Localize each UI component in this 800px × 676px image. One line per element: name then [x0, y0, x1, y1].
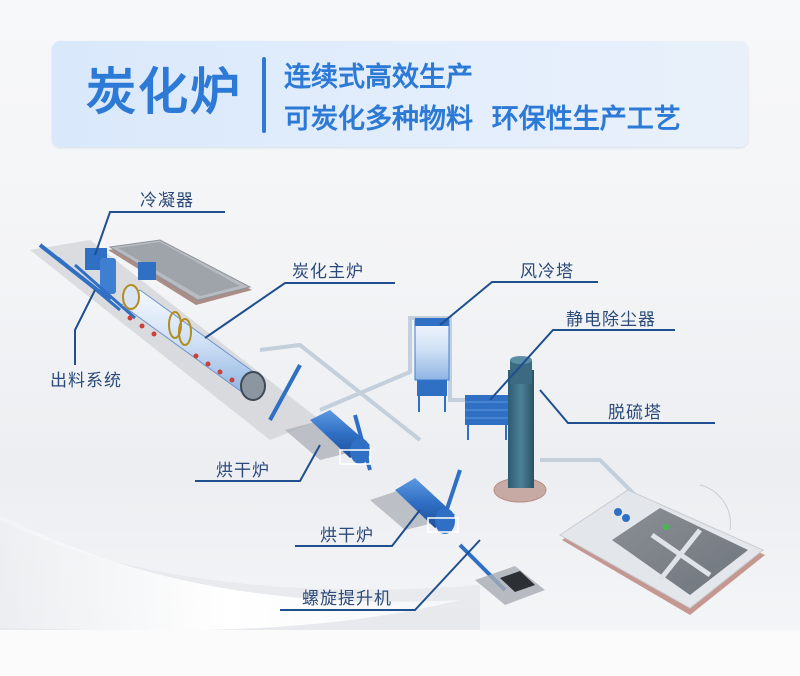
label-desulfurization-tower: 脱硫塔 — [608, 403, 662, 423]
cooling-tray — [108, 239, 252, 305]
label-air-cooling-tower: 风冷塔 — [520, 262, 574, 282]
callout-line-air-cooling — [439, 281, 598, 326]
air-cooling-tower-equipment — [414, 318, 450, 412]
callout-line-precipitator — [489, 329, 675, 401]
screw-elevator-hopper — [475, 566, 545, 605]
desulfurization-tower-equipment — [493, 356, 547, 503]
banner-subtitle-line2: 可炭化多种物料 环保性生产工艺 — [284, 104, 681, 135]
callout-line-dryer-2 — [295, 509, 421, 547]
condenser-equipment — [38, 243, 156, 320]
label-electrostatic-precipitator: 静电除尘器 — [566, 310, 656, 330]
callout-line-dryer-1 — [195, 444, 321, 482]
callout-line-main-furnace — [204, 282, 395, 339]
dryer-1-equipment — [285, 410, 371, 465]
callout-line-discharge — [74, 289, 96, 365]
banner-title: 炭化炉 — [86, 63, 242, 121]
callout-line-desulfurization — [539, 389, 715, 424]
gas-pipes — [259, 316, 642, 502]
label-condenser: 冷凝器 — [140, 191, 194, 211]
banner-subtitle-line1: 连续式高效生产 — [284, 62, 473, 93]
callout-line-condenser — [94, 211, 225, 256]
precipitator-equipment — [465, 395, 509, 440]
label-dryer-1: 烘干炉 — [216, 461, 270, 481]
callout-line-screw-elevator — [280, 539, 481, 611]
label-screw-elevator: 螺旋提升机 — [302, 589, 392, 609]
label-discharge-system: 出料系统 — [50, 371, 122, 391]
label-dryer-2: 烘干炉 — [320, 526, 374, 546]
dryer-2-equipment — [370, 478, 459, 534]
header-banner: 炭化炉 连续式高效生产 可炭化多种物料 环保性生产工艺 — [52, 41, 748, 147]
label-main-carbonization-furnace: 炭化主炉 — [292, 262, 364, 282]
banner-divider — [262, 57, 266, 133]
sedimentation-pool — [559, 484, 765, 615]
main-furnace-drum — [121, 284, 266, 401]
callout-lines — [74, 211, 715, 611]
